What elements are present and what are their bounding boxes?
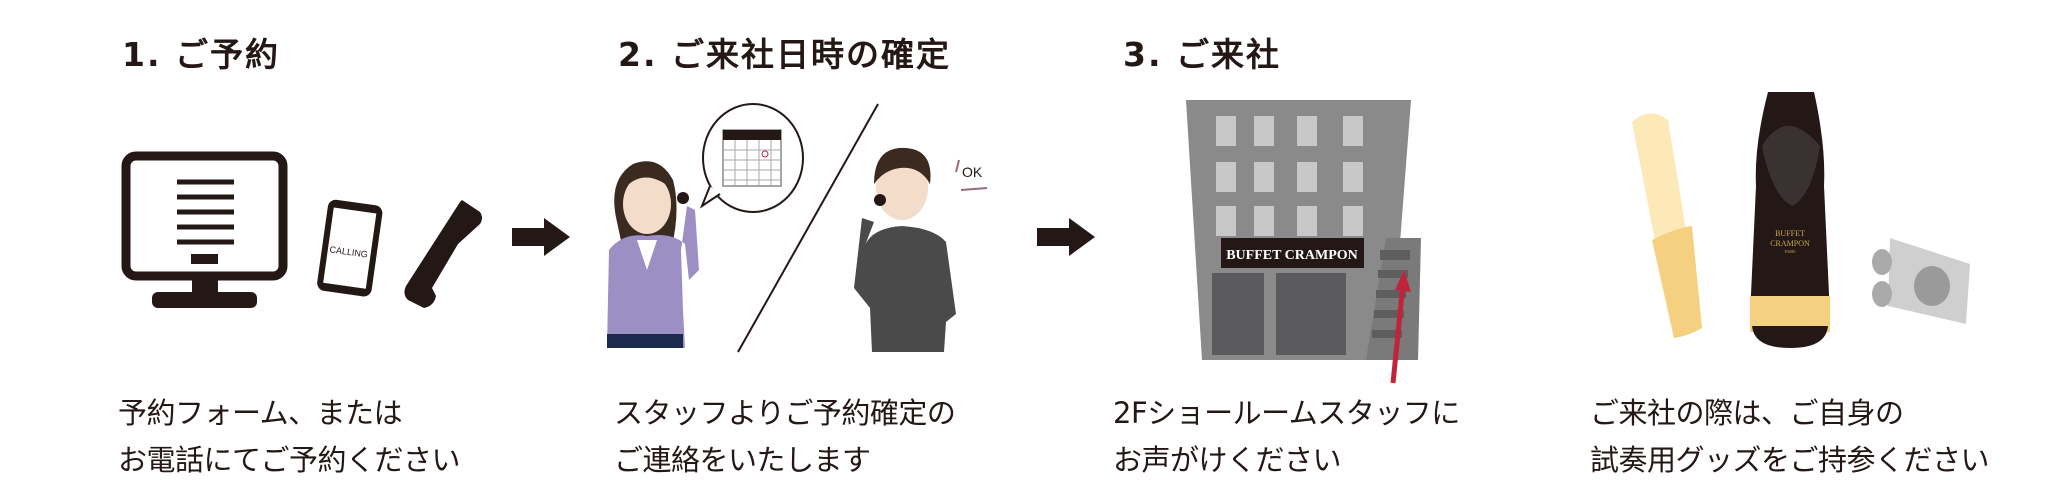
step-3-desc-line-1: 2Fショールームスタッフに xyxy=(1113,396,1460,430)
divider-slash xyxy=(737,103,879,353)
step-2-desc-line-1: スタッフよりご予約確定の xyxy=(614,396,956,430)
step-2-description: スタッフよりご予約確定の ご連絡をいたします xyxy=(614,390,956,484)
ok-mark: OK xyxy=(955,159,988,191)
step-1-desc-line-1: 予約フォーム、または xyxy=(118,396,403,430)
ligature-illustration xyxy=(1872,238,1970,324)
telephone-handset-icon xyxy=(404,200,482,308)
building-sign: BUFFET CRAMPON xyxy=(1226,248,1358,263)
ok-label: OK xyxy=(962,164,983,180)
step-2-heading: 2. ご来社日時の確定 xyxy=(618,35,951,74)
step-4-description: ご来社の際は、ご自身の 試奏用グッズをご持参ください xyxy=(1590,390,1990,484)
man-on-phone-illustration xyxy=(854,147,956,352)
speech-bubble-calendar xyxy=(699,103,804,213)
step-3-desc-line-2: お声がけください xyxy=(1113,443,1342,477)
step-1-heading: 1. ご予約 xyxy=(122,35,280,74)
smartphone-icon: CALLING xyxy=(317,199,383,297)
showroom-building-illustration: BUFFET CRAMPON xyxy=(1186,100,1421,360)
step-1-desc-line-2: お電話にてご予約ください xyxy=(118,443,461,477)
step-1-description: 予約フォーム、または お電話にてご予約ください xyxy=(118,390,461,484)
mouthpiece-brand-2: CRAMPON xyxy=(1770,239,1810,248)
red-arrow-up-icon xyxy=(1390,270,1411,384)
step-2-desc-line-2: ご連絡をいたします xyxy=(614,443,871,477)
mouthpiece-brand-3: PARIS xyxy=(1785,249,1796,254)
arrow-right-icon xyxy=(512,218,570,256)
step-4-desc-line-1: ご来社の際は、ご自身の xyxy=(1590,396,1904,430)
step-4-desc-line-2: 試奏用グッズをご持参ください xyxy=(1590,443,1990,477)
woman-on-phone-illustration xyxy=(607,161,699,348)
step-3-description: 2Fショールームスタッフに お声がけください xyxy=(1113,390,1460,484)
mouthpiece-brand-1: BUFFET xyxy=(1775,229,1805,238)
monitor-icon xyxy=(121,151,288,308)
mouthpiece-illustration: BUFFET CRAMPON PARIS xyxy=(1750,92,1830,348)
reed-illustration xyxy=(1632,113,1702,338)
arrow-right-icon xyxy=(1037,218,1095,256)
step-3-heading: 3. ご来社 xyxy=(1123,35,1281,74)
